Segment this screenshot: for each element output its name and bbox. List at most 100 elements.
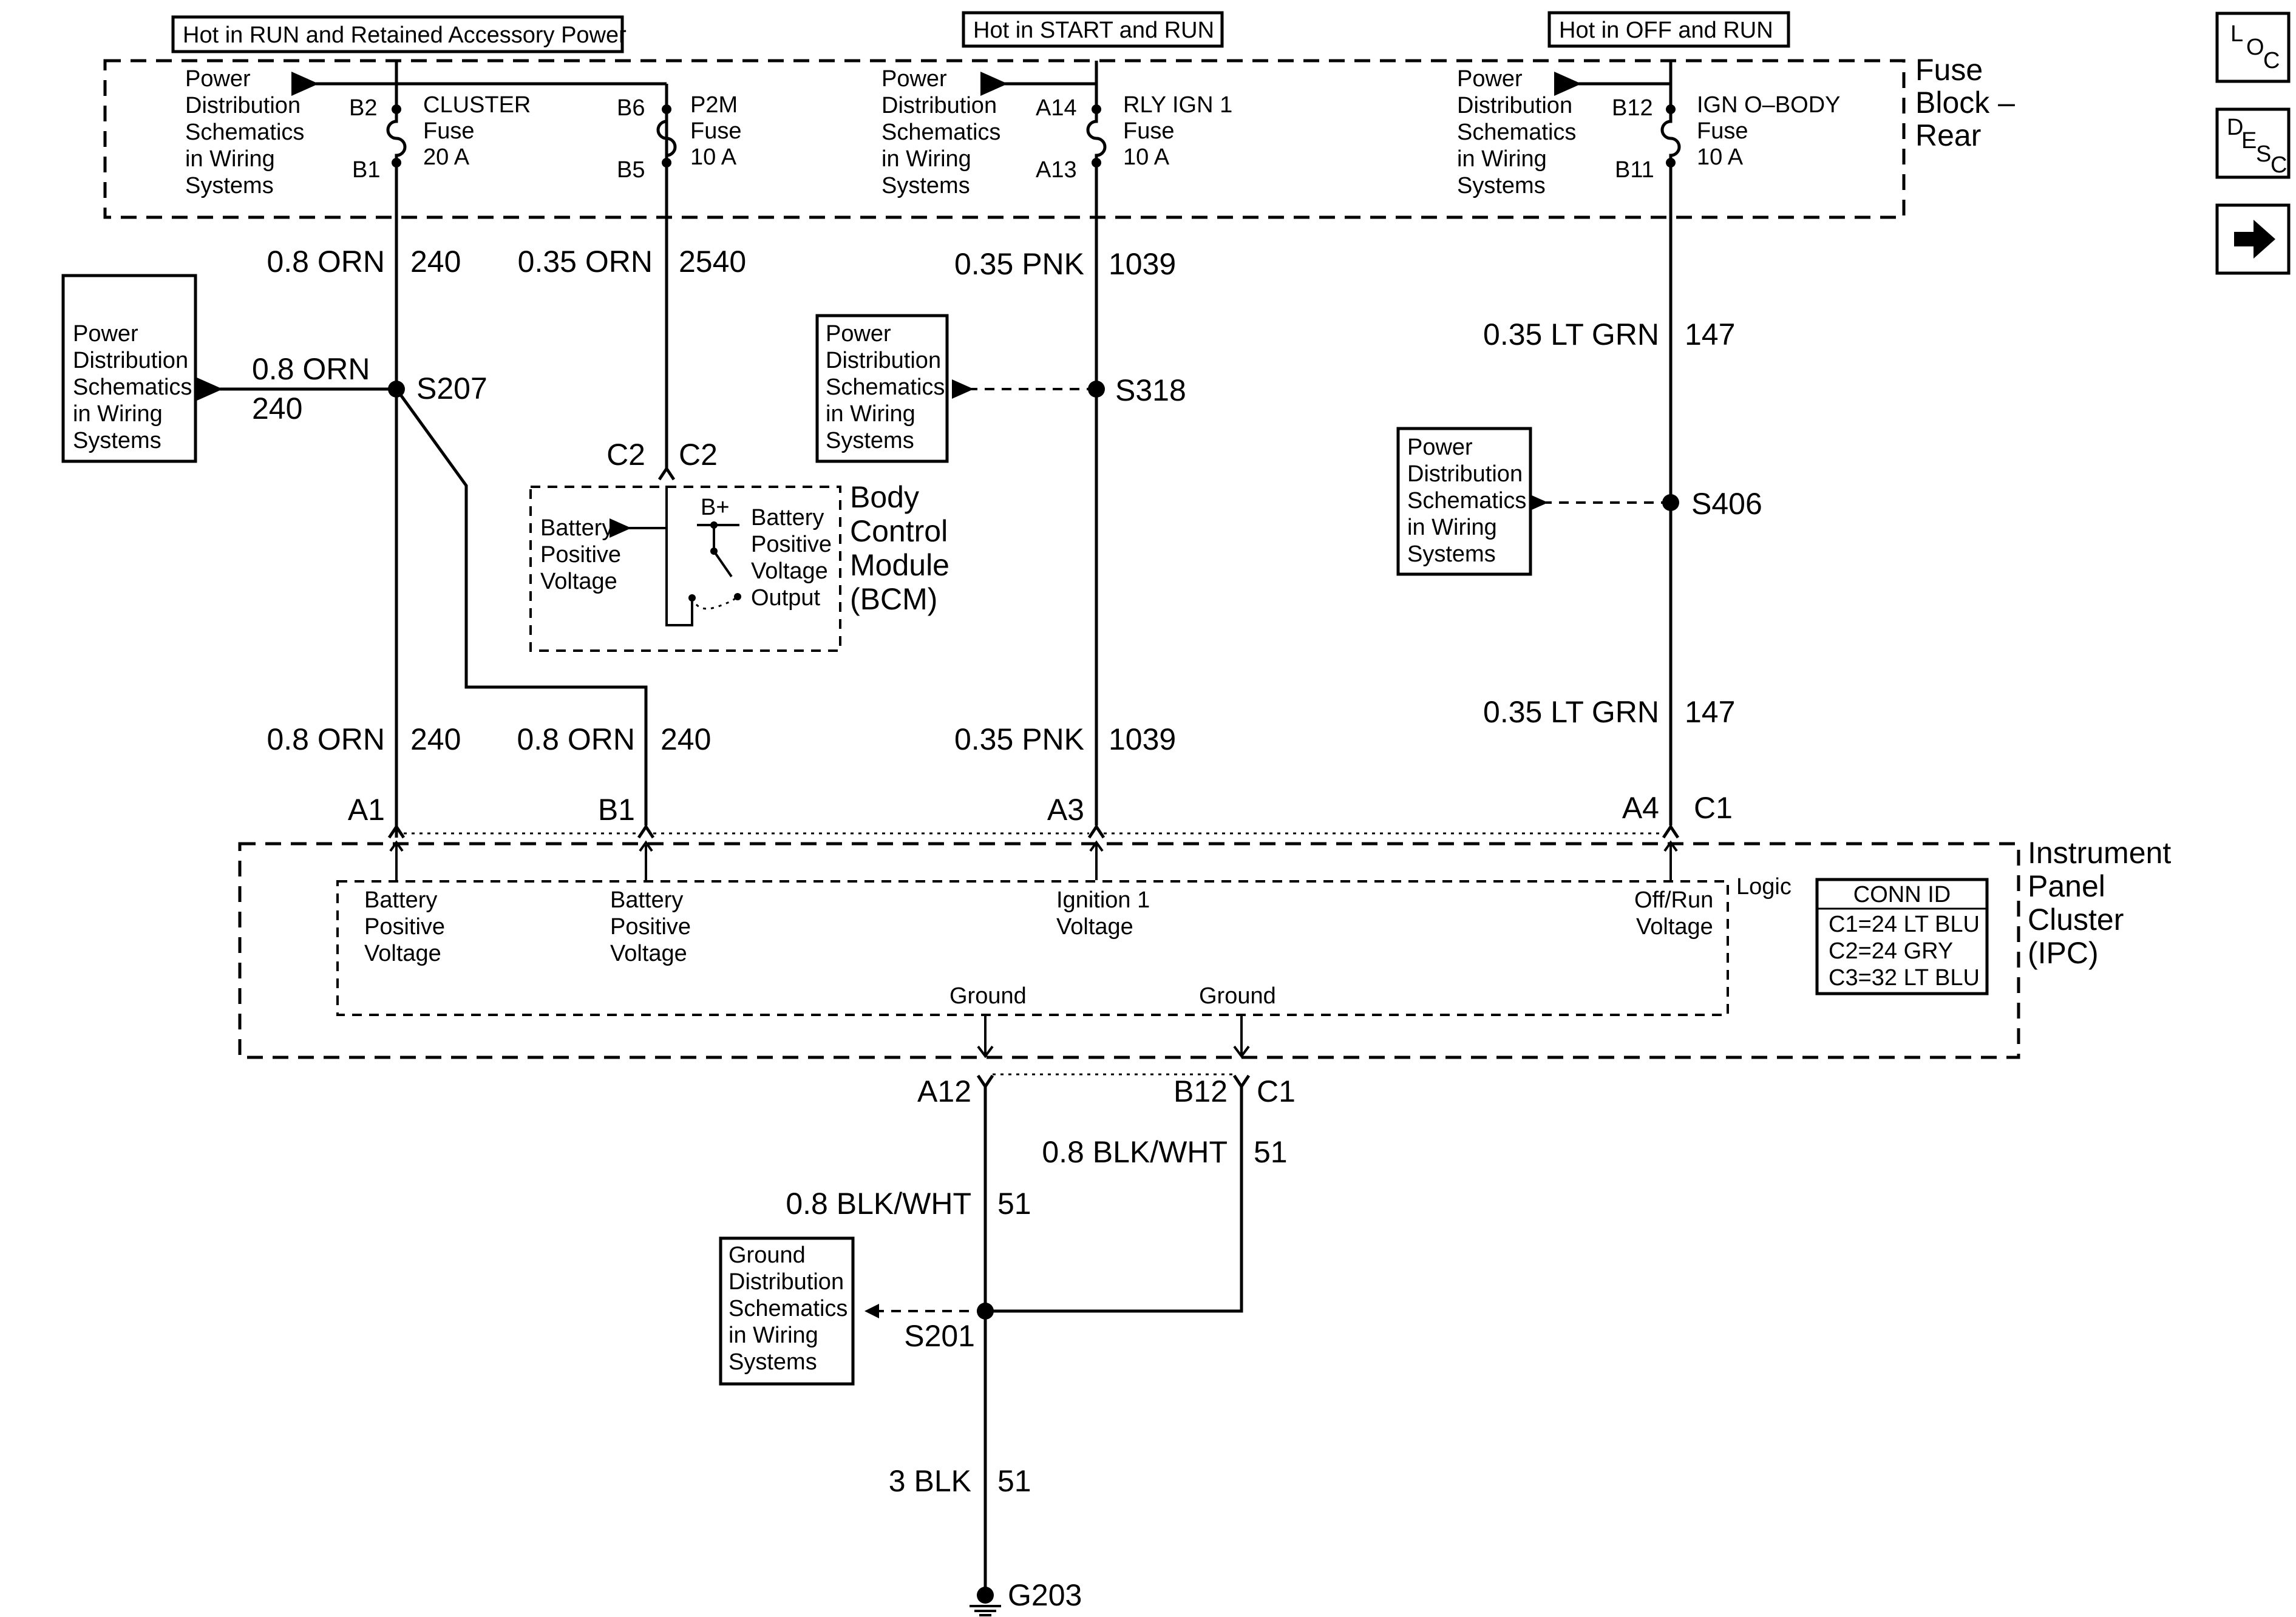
svg-text:Positive: Positive bbox=[610, 914, 691, 940]
fuse-block-title: Fuse Block – Rear bbox=[1915, 53, 2015, 152]
svg-text:O: O bbox=[2246, 35, 2264, 60]
svg-text:C1: C1 bbox=[1257, 1074, 1296, 1108]
svg-text:3 BLK: 3 BLK bbox=[889, 1464, 971, 1498]
ipc-ground-pins: A12 B12 C1 bbox=[917, 1073, 1296, 1108]
svg-text:RLY IGN 1: RLY IGN 1 bbox=[1123, 92, 1232, 118]
svg-text:Distribution: Distribution bbox=[826, 348, 941, 373]
wire-label-w1-bot: 0.8 ORN 240 bbox=[267, 722, 461, 756]
svg-text:CLUSTER: CLUSTER bbox=[423, 92, 531, 118]
svg-text:Distribution: Distribution bbox=[185, 93, 301, 118]
pds-fuse1: Power Distribution Schematics in Wiring … bbox=[185, 66, 304, 198]
svg-text:in Wiring: in Wiring bbox=[729, 1323, 818, 1348]
svg-text:E: E bbox=[2241, 128, 2257, 154]
fuse-rly-ign1: A14 A13 RLY IGN 1 Fuse 10 A bbox=[1036, 61, 1232, 825]
wire-label-gnd-main: 3 BLK 51 bbox=[889, 1464, 1031, 1498]
svg-text:Positive: Positive bbox=[540, 542, 621, 568]
svg-text:B+: B+ bbox=[701, 495, 730, 520]
svg-text:0.8 ORN: 0.8 ORN bbox=[517, 722, 635, 756]
svg-text:Systems: Systems bbox=[881, 173, 970, 198]
svg-text:Systems: Systems bbox=[1457, 173, 1546, 198]
ipc-input-batt2: Battery Positive Voltage bbox=[610, 887, 691, 966]
hot-label-start-run-text: Hot in START and RUN bbox=[973, 18, 1214, 43]
loc-button[interactable]: L O C bbox=[2215, 12, 2291, 83]
svg-text:Rear: Rear bbox=[1915, 118, 1981, 152]
svg-text:in Wiring: in Wiring bbox=[1457, 146, 1547, 172]
svg-text:Ground: Ground bbox=[1199, 983, 1276, 1009]
svg-text:B5: B5 bbox=[617, 157, 645, 183]
svg-text:Panel: Panel bbox=[2028, 869, 2105, 903]
bcm-internal: Battery Positive Voltage B+ Battery Posi… bbox=[540, 486, 832, 626]
svg-text:Battery: Battery bbox=[751, 505, 824, 531]
svg-text:Distribution: Distribution bbox=[1407, 461, 1523, 487]
svg-text:Positive: Positive bbox=[751, 532, 832, 557]
svg-text:A3: A3 bbox=[1047, 793, 1084, 827]
bcm-outline bbox=[529, 486, 841, 652]
svg-text:IGN O–BODY: IGN O–BODY bbox=[1697, 92, 1841, 118]
svg-text:Schematics: Schematics bbox=[73, 375, 192, 400]
ipc-input-offrun: Off/Run Voltage bbox=[1634, 887, 1713, 940]
svg-text:Ignition 1: Ignition 1 bbox=[1056, 887, 1150, 913]
ipc-logic-outline bbox=[336, 880, 1729, 1016]
splice-s201 bbox=[977, 1303, 994, 1320]
ipc-ground-arrows bbox=[977, 1015, 1250, 1059]
svg-text:Ground: Ground bbox=[729, 1242, 806, 1268]
svg-text:C2=24 GRY: C2=24 GRY bbox=[1829, 938, 1953, 964]
svg-text:Fuse: Fuse bbox=[1123, 118, 1174, 144]
svg-text:0.35 LT GRN: 0.35 LT GRN bbox=[1483, 695, 1659, 729]
svg-text:Schematics: Schematics bbox=[729, 1296, 847, 1321]
desc-button[interactable]: D E S C bbox=[2215, 107, 2291, 179]
svg-text:0.8 ORN: 0.8 ORN bbox=[252, 352, 370, 386]
svg-text:in Wiring: in Wiring bbox=[881, 146, 971, 172]
svg-text:in Wiring: in Wiring bbox=[73, 401, 163, 427]
svg-text:A4: A4 bbox=[1622, 791, 1659, 825]
hot-label-run-acc-text: Hot in RUN and Retained Accessory Power bbox=[183, 22, 627, 48]
ipc-outline bbox=[238, 842, 2020, 1059]
svg-text:Cluster: Cluster bbox=[2028, 903, 2124, 937]
svg-text:Distribution: Distribution bbox=[729, 1269, 844, 1295]
svg-text:Voltage: Voltage bbox=[610, 941, 687, 966]
svg-text:Voltage: Voltage bbox=[540, 569, 617, 594]
svg-text:1039: 1039 bbox=[1109, 247, 1176, 281]
ipc-ground-labels: Ground Ground bbox=[949, 983, 1276, 1009]
ipc-logic-label: Logic bbox=[1736, 874, 1792, 900]
hot-label-start-run: Hot in START and RUN bbox=[962, 11, 1224, 48]
svg-text:0.35 PNK: 0.35 PNK bbox=[954, 722, 1084, 756]
svg-text:Schematics: Schematics bbox=[1457, 120, 1576, 145]
svg-text:in Wiring: in Wiring bbox=[185, 146, 275, 172]
pds-box-s406: Power Distribution Schematics in Wiring … bbox=[1396, 427, 1532, 576]
svg-text:C2: C2 bbox=[679, 438, 718, 472]
next-button[interactable] bbox=[2215, 203, 2291, 275]
svg-text:0.8 BLK/WHT: 0.8 BLK/WHT bbox=[786, 1187, 971, 1221]
bcm-title: Body Control Module (BCM) bbox=[850, 480, 949, 616]
svg-text:0.35 ORN: 0.35 ORN bbox=[518, 245, 653, 279]
svg-text:CONN ID: CONN ID bbox=[1853, 882, 1951, 907]
conn-id-box: CONN ID C1=24 LT BLU C2=24 GRY C3=32 LT … bbox=[1815, 878, 1989, 995]
wire-label-w4-bot: 0.35 LT GRN 147 bbox=[1483, 695, 1735, 729]
svg-text:B11: B11 bbox=[1615, 157, 1654, 183]
fuse-p2m: B6 B5 P2M Fuse 10 A bbox=[617, 92, 741, 470]
svg-text:C: C bbox=[2271, 152, 2287, 178]
svg-text:Systems: Systems bbox=[185, 173, 274, 198]
svg-text:Power: Power bbox=[826, 321, 891, 347]
svg-text:Battery: Battery bbox=[610, 887, 683, 913]
svg-text:in Wiring: in Wiring bbox=[1407, 515, 1497, 540]
arrow-right-icon bbox=[2234, 220, 2275, 259]
hot-label-run-acc: Hot in RUN and Retained Accessory Power bbox=[171, 15, 627, 53]
svg-text:240: 240 bbox=[252, 392, 302, 425]
desc-icon bbox=[2215, 107, 2291, 179]
ground-g203: G203 bbox=[970, 1578, 1082, 1616]
bcm-connector-c2: C2 C2 bbox=[606, 438, 718, 481]
hot-label-off-run: Hot in OFF and RUN bbox=[1547, 11, 1790, 48]
svg-text:L: L bbox=[2230, 21, 2243, 47]
wire-label-w2-top: 0.35 ORN 2540 bbox=[518, 245, 747, 279]
svg-text:Systems: Systems bbox=[73, 428, 161, 453]
ipc-title: Instrument Panel Cluster (IPC) bbox=[2028, 836, 2171, 970]
svg-text:0.35 LT GRN: 0.35 LT GRN bbox=[1483, 317, 1659, 351]
svg-text:Positive: Positive bbox=[364, 914, 445, 940]
svg-text:Voltage: Voltage bbox=[751, 558, 828, 584]
svg-text:Battery: Battery bbox=[540, 515, 613, 541]
pds-box-s318: Power Distribution Schematics in Wiring … bbox=[815, 314, 949, 463]
wire-label-w4-top: 0.35 LT GRN 147 bbox=[1483, 317, 1735, 351]
svg-text:Power: Power bbox=[1407, 435, 1473, 460]
